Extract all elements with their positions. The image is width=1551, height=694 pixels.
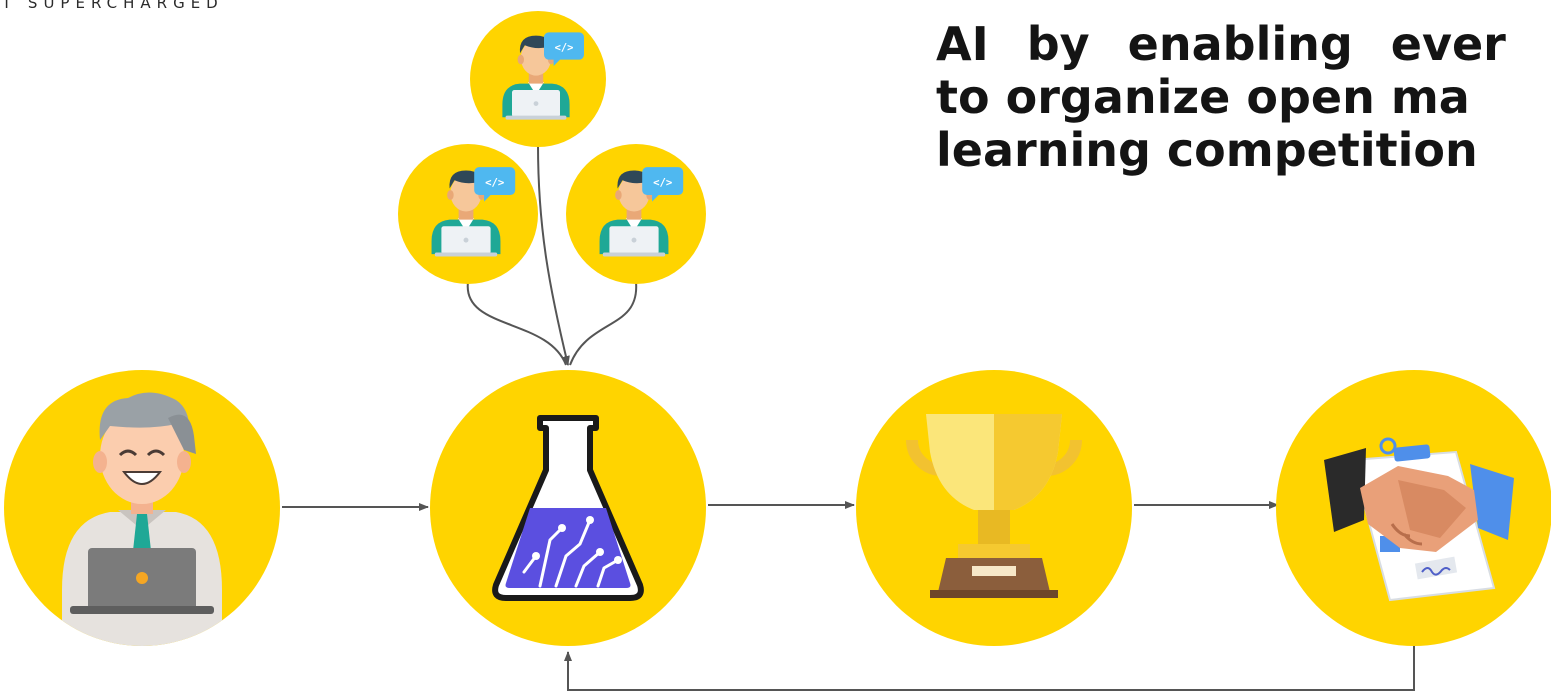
participant-node-top	[470, 11, 606, 147]
participant-node-left	[398, 144, 538, 284]
agreement-node	[1276, 370, 1551, 646]
participant-node-right	[566, 144, 706, 284]
headline-line-1: AI by enabling ever	[936, 17, 1506, 71]
trophy-icon	[906, 414, 1082, 598]
organizer-node	[4, 370, 280, 646]
brand-wordmark: T SUPERCHARGED	[2, 0, 224, 12]
lab-node	[430, 370, 706, 646]
headline-line-2: to organize open ma	[936, 70, 1470, 124]
edge-participant-top-lab	[537, 144, 570, 366]
edge-participant-right-lab	[569, 281, 638, 366]
edge-participant-left-lab	[466, 281, 567, 366]
trophy-node	[856, 370, 1132, 646]
connector-lines	[282, 144, 1415, 691]
developer-laptop-icon	[62, 392, 222, 646]
headline: AI by enabling ever to organize open ma …	[936, 18, 1551, 177]
handshake-contract-icon	[1324, 437, 1514, 602]
headline-line-3: learning competition	[936, 123, 1478, 177]
edge-agreement-lab-feedback	[564, 646, 1415, 691]
ai-flask-icon	[492, 415, 644, 601]
